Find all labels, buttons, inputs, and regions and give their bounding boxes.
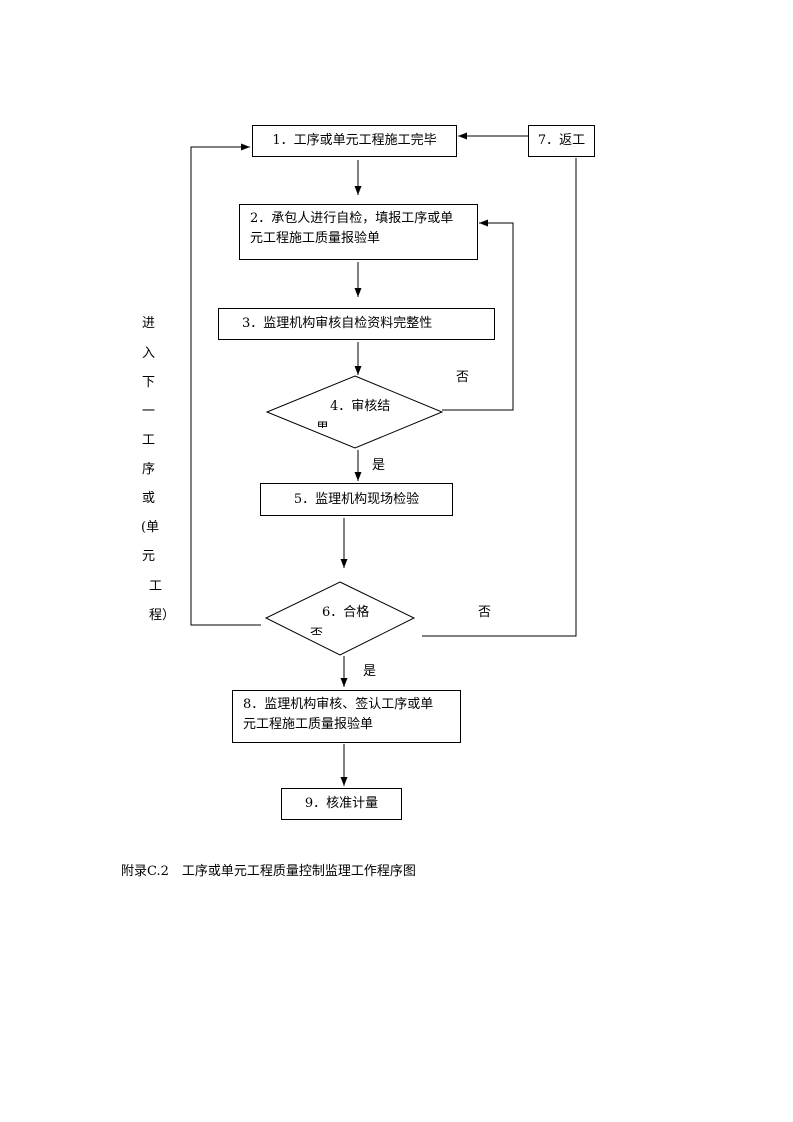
side-char: 下 [142, 375, 156, 390]
step-3-box: 3．监理机构审核自检资料完整性 [218, 308, 495, 340]
side-char: 工 [149, 579, 163, 594]
step-2-line-1: 2．承包人进行自检，填报工序或单 [250, 211, 454, 226]
step-4-line-2-clip: 果 [316, 421, 336, 428]
side-char: (单 [141, 520, 160, 535]
step-7-text: 7．返工 [537, 133, 586, 148]
label-yes-lower: 是 [363, 664, 377, 679]
step-9-text: 9．核准计量 [304, 796, 379, 811]
step-7-box: 7．返工 [528, 125, 595, 157]
side-char: 程） [149, 608, 176, 623]
step-4-line-2: 果 [316, 421, 329, 428]
label-no-lower: 否 [478, 605, 492, 620]
side-char: 一 [142, 404, 156, 419]
step-1-text: 1．工序或单元工程施工完毕 [272, 133, 437, 148]
step-6-line-2-clip: 否 [310, 627, 324, 635]
arrow-4-no-to-2 [442, 219, 514, 411]
line-6-no-to-7 [422, 158, 577, 637]
step-2-box: 2．承包人进行自检，填报工序或单 元工程施工质量报验单 [239, 204, 478, 260]
step-3-text: 3．监理机构审核自检资料完整性 [242, 316, 433, 331]
decision-4-shape [265, 375, 444, 449]
side-char: 进 [142, 316, 156, 331]
step-8-line-1: 8．监理机构审核、签认工序或单 [243, 697, 434, 712]
step-5-text: 5．监理机构现场检验 [293, 491, 420, 507]
side-char: 序 [142, 462, 156, 477]
figure-caption: 附录C.2 工序或单元工程质量控制监理工作程序图 [121, 864, 416, 879]
arrow-6-to-1-next [190, 143, 261, 626]
label-no-upper: 否 [456, 370, 470, 385]
step-1-box: 1．工序或单元工程施工完毕 [252, 125, 457, 157]
step-8-line-2: 元工程施工质量报验单 [243, 717, 374, 732]
step-6-line-1: 6．合格 [322, 605, 370, 620]
step-2-line-2: 元工程施工质量报验单 [250, 231, 381, 246]
step-6-line-2: 否 [310, 627, 324, 635]
step-8-box: 8．监理机构审核、签认工序或单 元工程施工质量报验单 [232, 690, 461, 743]
decision-6-shape [264, 581, 416, 656]
step-5-box: 5．监理机构现场检验 [260, 483, 453, 516]
side-char: 元 [142, 549, 156, 564]
label-yes-upper: 是 [372, 458, 386, 473]
step-4-line-1: 4．审核结 [330, 399, 391, 414]
side-char: 工 [142, 433, 156, 448]
step-9-box: 9．核准计量 [281, 788, 402, 820]
side-char: 或 [142, 491, 156, 506]
side-char: 入 [142, 346, 156, 361]
